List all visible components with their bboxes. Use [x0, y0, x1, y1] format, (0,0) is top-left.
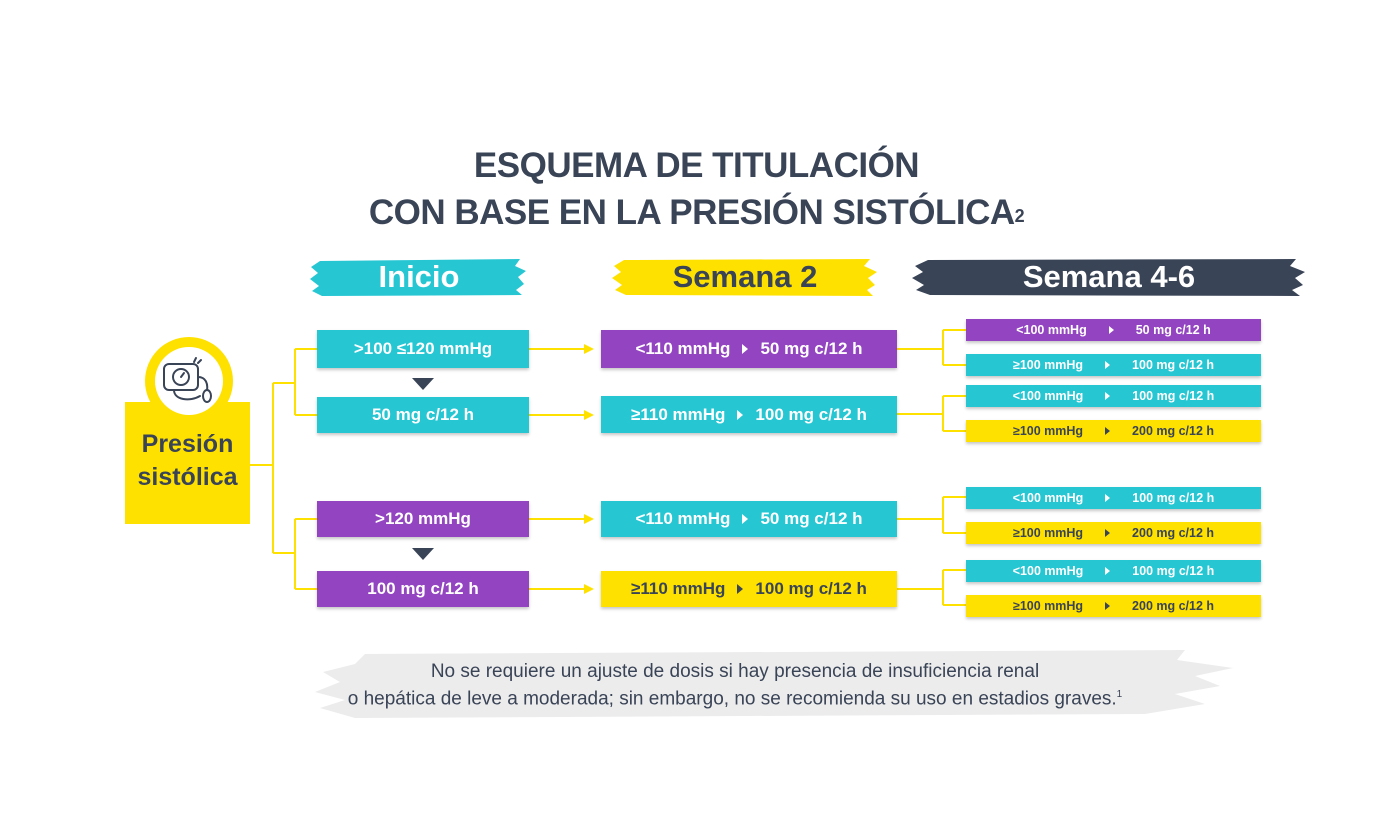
group1-condition-text: >100 ≤120 mmHg: [353, 339, 493, 358]
week46-dose: 100 mg c/12 h: [1132, 389, 1215, 403]
root-node-label: Presión sistólica: [125, 428, 250, 494]
week46-dose: 50 mg c/12 h: [1135, 323, 1211, 337]
play-arrow-icon: [742, 344, 749, 354]
week46-pressure: <100 mmHg: [1012, 389, 1084, 403]
week46-pressure: <100 mmHg: [1012, 491, 1084, 505]
footnote-line-2-text: o hepática de leve a moderada; sin embar…: [347, 688, 1117, 710]
play-arrow-icon: [1105, 361, 1111, 369]
week46-pressure: <100 mmHg: [1016, 323, 1087, 337]
week46-pressure: ≥100 mmHg: [1012, 424, 1084, 438]
play-arrow-icon: [737, 409, 744, 420]
footnote: No se requiere un ajuste de dosis si hay…: [320, 660, 1150, 710]
week2-pressure: <110 mmHg: [635, 339, 731, 358]
play-arrow-icon: [1105, 427, 1111, 435]
week46-box: <100 mmHg 50 mg c/12 h: [966, 319, 1261, 341]
brush-stroke-dark: [912, 259, 1305, 296]
week46-pressure: ≥100 mmHg: [1012, 526, 1084, 540]
week46-dose: 100 mg c/12 h: [1132, 564, 1215, 578]
week46-dose: 200 mg c/12 h: [1132, 599, 1215, 613]
week2-dose: 100 mg c/12 h: [755, 579, 867, 598]
play-arrow-icon: [1105, 602, 1111, 610]
title-line-2-text: CON BASE EN LA PRESIÓN SISTÓLICA: [368, 193, 1015, 232]
header-inicio: Inicio: [310, 257, 528, 297]
week2-box: <110 mmHg 50 mg c/12 h: [601, 330, 897, 368]
brush-stroke-teal: [310, 259, 526, 296]
week46-box: ≥100 mmHg 200 mg c/12 h: [966, 420, 1261, 442]
group2-dose-text: 100 mg c/12 h: [367, 579, 479, 598]
header-inicio-label: Inicio: [378, 259, 460, 294]
play-arrow-icon: [742, 514, 749, 524]
title-footnote-ref: 2: [1014, 206, 1025, 226]
week2-pressure: ≥110 mmHg: [631, 579, 726, 598]
play-arrow-icon: [1105, 494, 1111, 502]
group2-dose-box: 100 mg c/12 h: [317, 571, 529, 607]
root-label-line-2: sistólica: [137, 463, 238, 491]
play-arrow-icon: [1105, 529, 1111, 537]
footnote-line-1: No se requiere un ajuste de dosis si hay…: [430, 661, 1040, 682]
week46-pressure: ≥100 mmHg: [1012, 358, 1084, 372]
week46-dose: 100 mg c/12 h: [1132, 358, 1215, 372]
group2-condition-box: >120 mmHg: [317, 501, 529, 537]
header-semana-4-6-label: Semana 4-6: [1022, 259, 1196, 294]
week46-dose: 200 mg c/12 h: [1132, 424, 1215, 438]
week2-pressure: ≥110 mmHg: [631, 404, 726, 424]
title-line-2: CON BASE EN LA PRESIÓN SISTÓLICA2: [0, 189, 1393, 236]
group2-down-arrow: [412, 548, 434, 560]
diagram-title: ESQUEMA DE TITULACIÓN CON BASE EN LA PRE…: [0, 142, 1393, 236]
week46-box: <100 mmHg 100 mg c/12 h: [966, 385, 1261, 407]
week46-dose: 100 mg c/12 h: [1132, 491, 1215, 505]
week46-box: ≥100 mmHg 200 mg c/12 h: [966, 522, 1261, 544]
play-arrow-icon: [1105, 392, 1111, 400]
week2-box: ≥110 mmHg 100 mg c/12 h: [601, 396, 897, 433]
root-label-line-1: Presión: [141, 430, 234, 458]
week2-dose: 50 mg c/12 h: [760, 509, 863, 528]
play-arrow-icon: [737, 584, 744, 594]
header-semana-2-label: Semana 2: [672, 259, 818, 294]
week46-box: <100 mmHg 100 mg c/12 h: [966, 487, 1261, 509]
title-line-1: ESQUEMA DE TITULACIÓN: [473, 146, 920, 185]
group1-dose-text: 50 mg c/12 h: [371, 405, 475, 424]
week2-box: ≥110 mmHg 100 mg c/12 h: [601, 571, 897, 607]
week2-dose: 100 mg c/12 h: [755, 404, 867, 424]
note-brush-background: [315, 650, 1233, 718]
group1-dose-box: 50 mg c/12 h: [317, 397, 529, 433]
week46-box: ≥100 mmHg 100 mg c/12 h: [966, 354, 1261, 376]
footnote-ref: 1: [1116, 689, 1123, 700]
week46-pressure: <100 mmHg: [1012, 564, 1084, 578]
play-arrow-icon: [1105, 567, 1111, 575]
week46-pressure: ≥100 mmHg: [1012, 599, 1084, 613]
group1-condition-box: >100 ≤120 mmHg: [317, 330, 529, 368]
week2-pressure: <110 mmHg: [635, 509, 731, 528]
blood-pressure-monitor-icon: [163, 357, 212, 403]
brush-stroke-yellow: [612, 259, 877, 296]
group2-condition-text: >120 mmHg: [375, 509, 471, 528]
group1-down-arrow: [412, 378, 434, 390]
week2-box: <110 mmHg 50 mg c/12 h: [601, 501, 897, 537]
play-arrow-icon: [1108, 326, 1114, 334]
header-semana-4-6: Semana 4-6: [912, 257, 1306, 297]
week46-box: ≥100 mmHg 200 mg c/12 h: [966, 595, 1261, 617]
week46-box: <100 mmHg 100 mg c/12 h: [966, 560, 1261, 582]
header-semana-2: Semana 2: [612, 257, 878, 297]
footnote-line-2: o hepática de leve a moderada; sin embar…: [320, 683, 1150, 710]
week2-dose: 50 mg c/12 h: [760, 339, 863, 358]
week46-dose: 200 mg c/12 h: [1132, 526, 1215, 540]
